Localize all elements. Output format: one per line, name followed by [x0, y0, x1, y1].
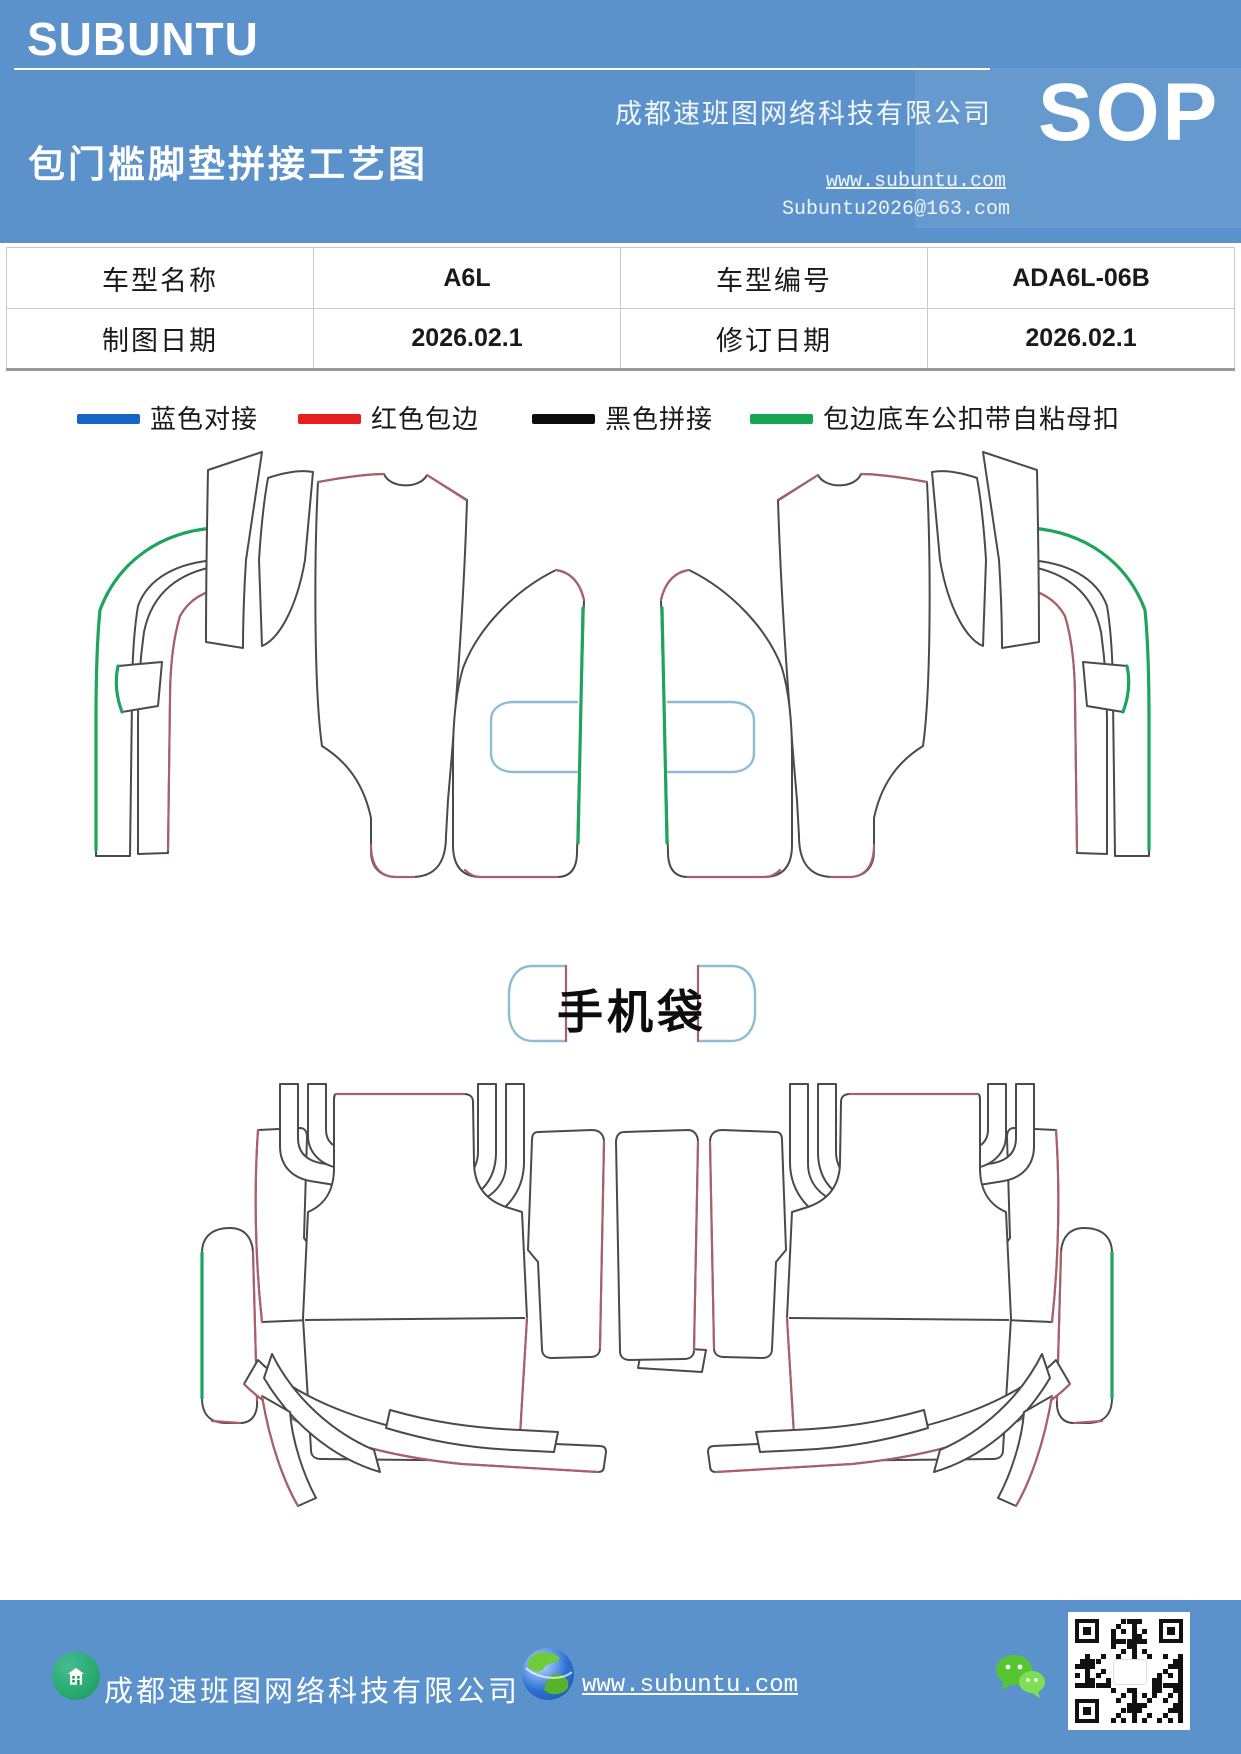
model-code-label: 车型编号	[620, 247, 928, 309]
legend: 蓝色对接 红色包边 黑色拼接 包边底车公扣带自粘母扣	[0, 399, 1241, 439]
blue-line-swatch	[77, 413, 140, 424]
legend-item-blue: 蓝色对接	[77, 399, 258, 436]
wechat-icon	[992, 1650, 1048, 1700]
table-row: 制图日期 2026.02.1 修订日期 2026.02.1	[6, 308, 1235, 370]
model-name-value: A6L	[313, 247, 621, 309]
center-tunnel-pieces	[615, 1129, 707, 1373]
legend-item-red: 红色包边	[298, 399, 479, 436]
footer-company-name: 成都速班图网络科技有限公司	[104, 1676, 521, 1708]
brand-logo: SUBUNTU	[27, 13, 259, 65]
legend-item-green: 包边底车公扣带自粘母扣	[750, 399, 1120, 436]
page-title: 包门槛脚垫拼接工艺图	[28, 144, 428, 185]
globe-icon	[522, 1648, 574, 1700]
footer-website-link[interactable]: www.subuntu.com	[582, 1672, 799, 1699]
revise-date-value: 2026.02.1	[927, 308, 1235, 370]
header-email: Subuntu2026@163.com	[782, 198, 1011, 221]
phone-bag-label: 手机袋	[557, 986, 707, 1038]
qr-center-logo	[1113, 1659, 1147, 1685]
sop-badge: SOP	[1038, 67, 1221, 158]
black-line-swatch	[532, 413, 595, 424]
model-code-value: ADA6L-06B	[927, 247, 1235, 309]
red-line-swatch	[298, 413, 361, 424]
rear-left-mat-group	[200, 1082, 608, 1508]
header-divider	[14, 68, 990, 70]
header-company-name: 成都速班图网络科技有限公司	[615, 99, 992, 129]
qr-code	[1068, 1612, 1190, 1730]
front-left-mat-group	[94, 450, 586, 879]
phone-bag-group: 手机袋	[507, 964, 757, 1043]
header-bar: SUBUNTU 成都速班图网络科技有限公司 包门槛脚垫拼接工艺图 www.sub…	[0, 0, 1241, 243]
draw-date-label: 制图日期	[6, 308, 314, 370]
revise-date-label: 修订日期	[620, 308, 928, 370]
legend-item-black: 黑色拼接	[532, 399, 713, 436]
green-line-swatch	[750, 413, 813, 424]
header-website-link[interactable]: www.subuntu.com	[826, 170, 1007, 193]
vehicle-info-table: 车型名称 A6L 车型编号 ADA6L-06B 制图日期 2026.02.1 修…	[6, 247, 1235, 371]
model-name-label: 车型名称	[6, 247, 314, 309]
table-row: 车型名称 A6L 车型编号 ADA6L-06B	[6, 247, 1235, 309]
front-right-mat-group	[659, 450, 1151, 879]
draw-date-value: 2026.02.1	[313, 308, 621, 370]
sop-panel	[915, 68, 1241, 228]
rear-right-mat-group	[706, 1082, 1114, 1508]
building-icon	[52, 1652, 100, 1700]
